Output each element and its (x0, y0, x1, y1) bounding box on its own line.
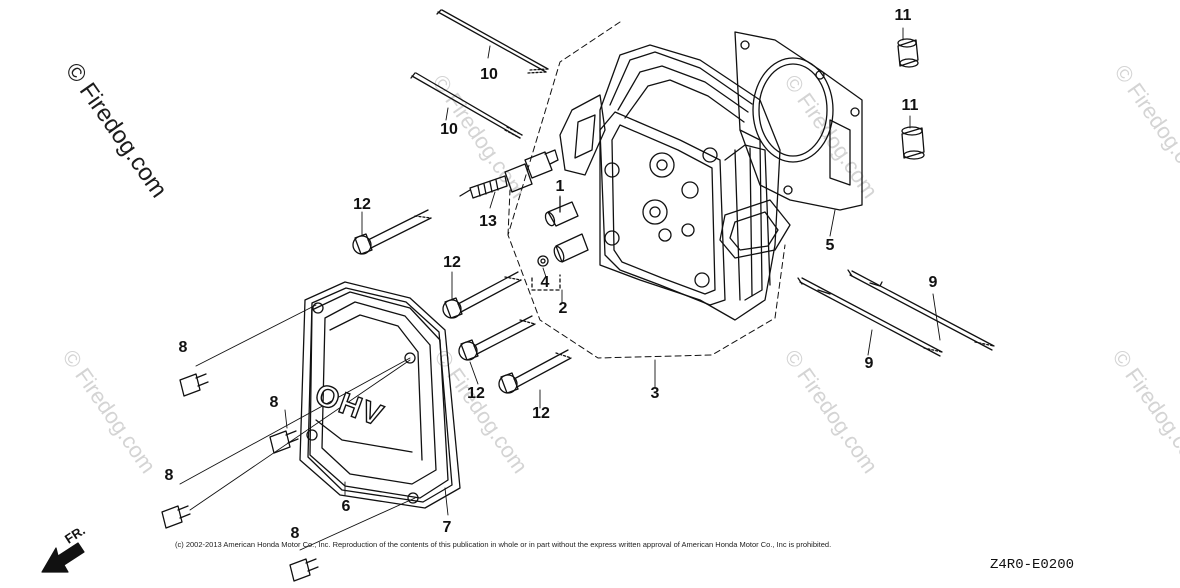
callout-12-c: 12 (467, 385, 485, 402)
callout-3: 3 (650, 385, 660, 402)
flange-bolts-12 (352, 209, 572, 394)
cylinder-head (559, 44, 791, 321)
leader-lines (179, 27, 941, 551)
callout-8-a: 8 (178, 339, 188, 356)
copyright-notice: (c) 2002-2013 American Honda Motor Co., … (175, 540, 832, 549)
callout-9-left: 9 (864, 355, 874, 372)
head-gasket (734, 31, 863, 211)
callout-8-b: 8 (269, 394, 279, 411)
callout-11-lower: 11 (901, 97, 919, 114)
stud-bolts-10 (410, 9, 549, 139)
callout-2: 2 (558, 300, 568, 317)
callout-8-c: 8 (164, 467, 174, 484)
dowel-sleeves-11 (897, 38, 925, 160)
diagram-code: Z4R0-E0200 (990, 557, 1075, 573)
callout-5: 5 (825, 237, 835, 254)
callout-9-right: 9 (928, 274, 938, 291)
callout-10-lower: 10 (440, 121, 458, 138)
bolts-8 (161, 373, 319, 582)
callout-11-upper: 11 (894, 7, 912, 24)
stud-bolts-9 (797, 269, 995, 357)
callout-7: 7 (442, 519, 452, 536)
callout-12-b: 12 (443, 254, 461, 271)
callout-6: 6 (341, 498, 351, 515)
callout-8-d: 8 (290, 525, 300, 542)
callout-12-a: 12 (353, 196, 371, 213)
callout-4: 4 (540, 274, 550, 291)
assembly-outline (507, 21, 786, 359)
callout-13: 13 (479, 213, 497, 230)
callout-12-d: 12 (532, 405, 550, 422)
fr-arrow (41, 542, 85, 573)
callout-1: 1 (555, 178, 565, 195)
cover-gasket (299, 281, 461, 509)
head-cover (306, 291, 449, 504)
spark-plug (459, 149, 559, 199)
callout-10-upper: 10 (480, 66, 498, 83)
